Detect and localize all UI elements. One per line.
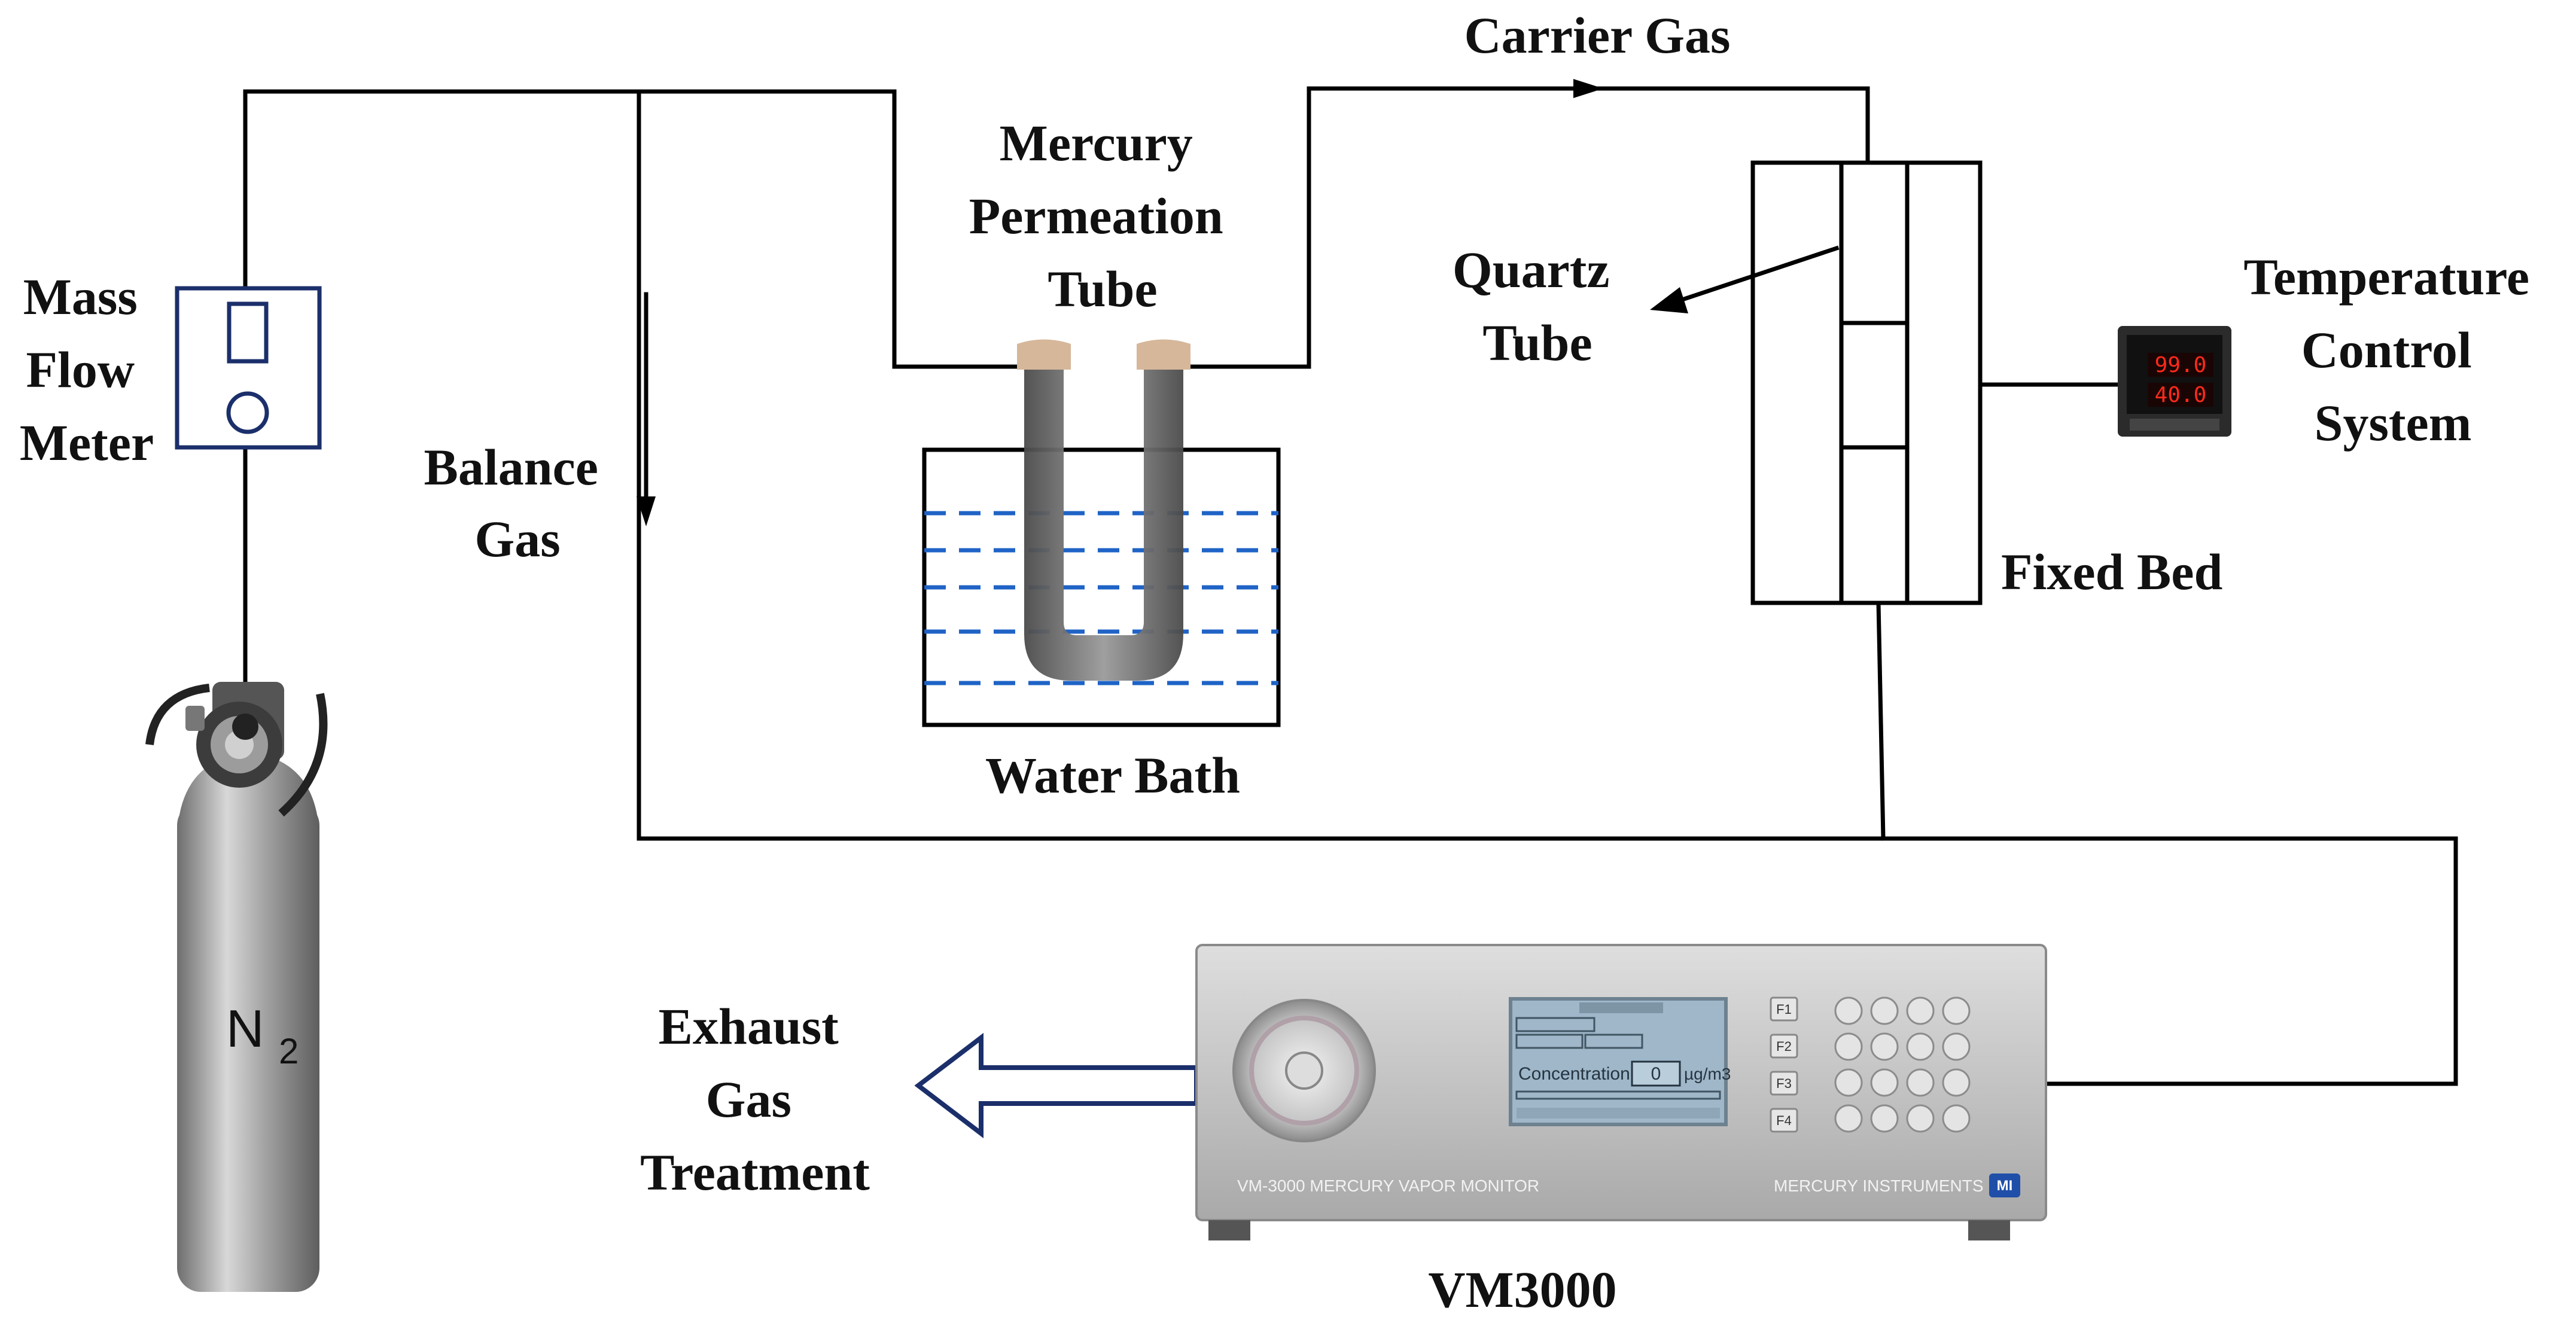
temperature-control-label-line1: Temperature bbox=[2243, 248, 2529, 306]
mass-flow-meter bbox=[175, 286, 322, 450]
screen-unit: µg/m3 bbox=[1684, 1065, 1731, 1083]
controller-readout-bottom: 40.0 bbox=[2155, 383, 2207, 407]
mercury-permeation-tube bbox=[1017, 339, 1190, 681]
gear-icon bbox=[232, 714, 258, 740]
instrument-brand-right: MERCURY INSTRUMENTS bbox=[1774, 1176, 1984, 1195]
cylinder-gas-subscript: 2 bbox=[279, 1031, 299, 1071]
mass-flow-meter-label-line3: Meter bbox=[20, 414, 154, 471]
mass-flow-meter-label-line1: Mass bbox=[23, 268, 138, 325]
temperature-control-label-line3: System bbox=[2315, 394, 2472, 452]
mercury-permeation-tube-label-line2: Permeation bbox=[969, 187, 1223, 245]
controller-readout-top: 99.0 bbox=[2155, 353, 2207, 377]
exhaust-gas-treatment-label: Exhaust Gas Treatment bbox=[640, 998, 870, 1201]
temperature-controller: 99.0 40.0 bbox=[2118, 326, 2231, 437]
exhaust-label-line1: Exhaust bbox=[659, 998, 839, 1055]
fixed-bed bbox=[1750, 160, 1983, 605]
balance-gas-label: Balance Gas bbox=[424, 438, 611, 568]
water-bath-label: Water Bath bbox=[985, 746, 1240, 804]
vm3000-instrument: Concentration: 0 µg/m3 F1 F2 F3 F4 VM-30… bbox=[1195, 944, 2047, 1240]
cylinder-gas-label: N 2 bbox=[226, 999, 299, 1071]
fixed-bed-label: Fixed Bed bbox=[2001, 543, 2222, 601]
balance-gas-label-line2: Gas bbox=[474, 510, 560, 568]
water-bath bbox=[922, 447, 1281, 727]
fkey-1: F1 bbox=[1776, 1002, 1792, 1017]
temperature-control-label-line2: Control bbox=[2301, 321, 2472, 379]
quartz-tube-label: Quartz Tube bbox=[1453, 241, 1622, 371]
fkey-4: F4 bbox=[1776, 1113, 1792, 1128]
temperature-control-system-label: Temperature Control System bbox=[2243, 248, 2542, 452]
quartz-tube-pointer bbox=[1650, 245, 1840, 313]
exhaust-label-line3: Treatment bbox=[640, 1144, 870, 1201]
carrier-gas-label: Carrier Gas bbox=[1464, 7, 1731, 64]
screen-concentration-value: 0 bbox=[1651, 1064, 1661, 1084]
quartz-tube-label-line1: Quartz bbox=[1453, 241, 1610, 298]
fkey-2: F2 bbox=[1776, 1039, 1792, 1054]
mi-logo-icon bbox=[1989, 1173, 2020, 1197]
screen-concentration-label: Concentration: bbox=[1518, 1064, 1635, 1084]
function-keys: F1 F2 F3 F4 bbox=[1770, 996, 1798, 1133]
nitrogen-cylinder bbox=[145, 682, 328, 1292]
fkey-3: F3 bbox=[1776, 1076, 1792, 1091]
instrument-logo: MI bbox=[1997, 1178, 2013, 1194]
instrument-brand-left: VM-3000 MERCURY VAPOR MONITOR bbox=[1237, 1176, 1539, 1195]
balance-gas-label-line1: Balance bbox=[424, 438, 598, 496]
piping bbox=[243, 79, 2458, 1086]
keypad bbox=[1834, 996, 1971, 1133]
mass-flow-meter-label: Mass Flow Meter bbox=[20, 268, 154, 471]
mercury-permeation-tube-label-line1: Mercury bbox=[1000, 114, 1193, 172]
cylinder-gas-symbol: N bbox=[226, 999, 264, 1058]
exhaust-label-line2: Gas bbox=[706, 1071, 791, 1128]
mercury-permeation-tube-label-line3: Tube bbox=[1048, 260, 1157, 318]
mercury-permeation-tube-label: Mercury Permeation Tube bbox=[969, 114, 1237, 318]
vm3000-label: VM3000 bbox=[1428, 1261, 1616, 1318]
quartz-tube-label-line2: Tube bbox=[1482, 314, 1592, 371]
mass-flow-meter-label-line2: Flow bbox=[26, 341, 135, 398]
exhaust-arrow-icon bbox=[914, 1032, 1199, 1139]
